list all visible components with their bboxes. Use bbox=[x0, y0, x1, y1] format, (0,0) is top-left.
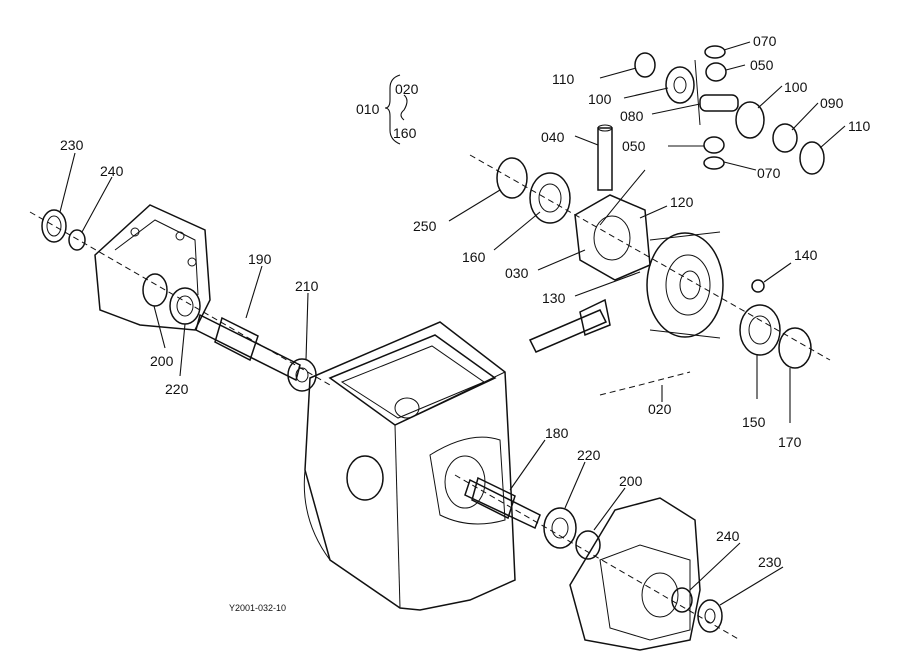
figure-code: Y2001-032-10 bbox=[229, 603, 286, 613]
label-070-top: 070 bbox=[753, 33, 777, 49]
label-050-top: 050 bbox=[750, 57, 774, 73]
label-230-right: 230 bbox=[758, 554, 782, 570]
leader-lines bbox=[59, 41, 846, 606]
transmission-housing bbox=[303, 321, 516, 611]
label-020: 020 bbox=[648, 401, 672, 417]
label-200-left: 200 bbox=[150, 353, 174, 369]
label-170: 170 bbox=[778, 434, 802, 450]
label-100-right: 100 bbox=[784, 79, 808, 95]
label-220-right: 220 bbox=[577, 447, 601, 463]
label-080: 080 bbox=[620, 108, 644, 124]
label-110-right: 110 bbox=[848, 118, 871, 134]
label-070-bottom: 070 bbox=[757, 165, 781, 181]
group-bracket bbox=[384, 74, 408, 145]
label-160-group: 160 bbox=[393, 125, 417, 141]
right-shaft-assembly bbox=[454, 474, 741, 641]
label-240-left: 240 bbox=[100, 163, 124, 179]
label-250: 250 bbox=[413, 218, 437, 234]
label-130: 130 bbox=[542, 290, 566, 306]
label-120: 120 bbox=[670, 194, 694, 210]
label-220-left: 220 bbox=[165, 381, 189, 397]
label-200-right: 200 bbox=[619, 473, 643, 489]
label-010: 010 bbox=[356, 101, 380, 117]
label-210: 210 bbox=[295, 278, 319, 294]
label-050-bottom: 050 bbox=[622, 138, 646, 154]
label-240-right: 240 bbox=[716, 528, 740, 544]
label-030: 030 bbox=[505, 265, 529, 281]
differential-assembly bbox=[469, 124, 831, 396]
label-160: 160 bbox=[462, 249, 486, 265]
label-180: 180 bbox=[545, 425, 569, 441]
label-230-left: 230 bbox=[60, 137, 84, 153]
label-040: 040 bbox=[541, 129, 565, 145]
left-side-cover bbox=[94, 204, 211, 331]
label-190: 190 bbox=[248, 251, 272, 267]
label-090: 090 bbox=[820, 95, 844, 111]
left-shaft-assembly bbox=[29, 209, 331, 392]
label-100-left: 100 bbox=[588, 91, 612, 107]
label-140: 140 bbox=[794, 247, 818, 263]
right-side-cover bbox=[569, 497, 701, 651]
differential-pinion-cluster bbox=[634, 45, 825, 175]
label-020-group: 020 bbox=[395, 81, 419, 97]
part-number-labels: 010 020 160 070 110 050 100 100 080 090 … bbox=[60, 33, 871, 613]
label-150: 150 bbox=[742, 414, 766, 430]
label-110-left: 110 bbox=[552, 71, 575, 87]
